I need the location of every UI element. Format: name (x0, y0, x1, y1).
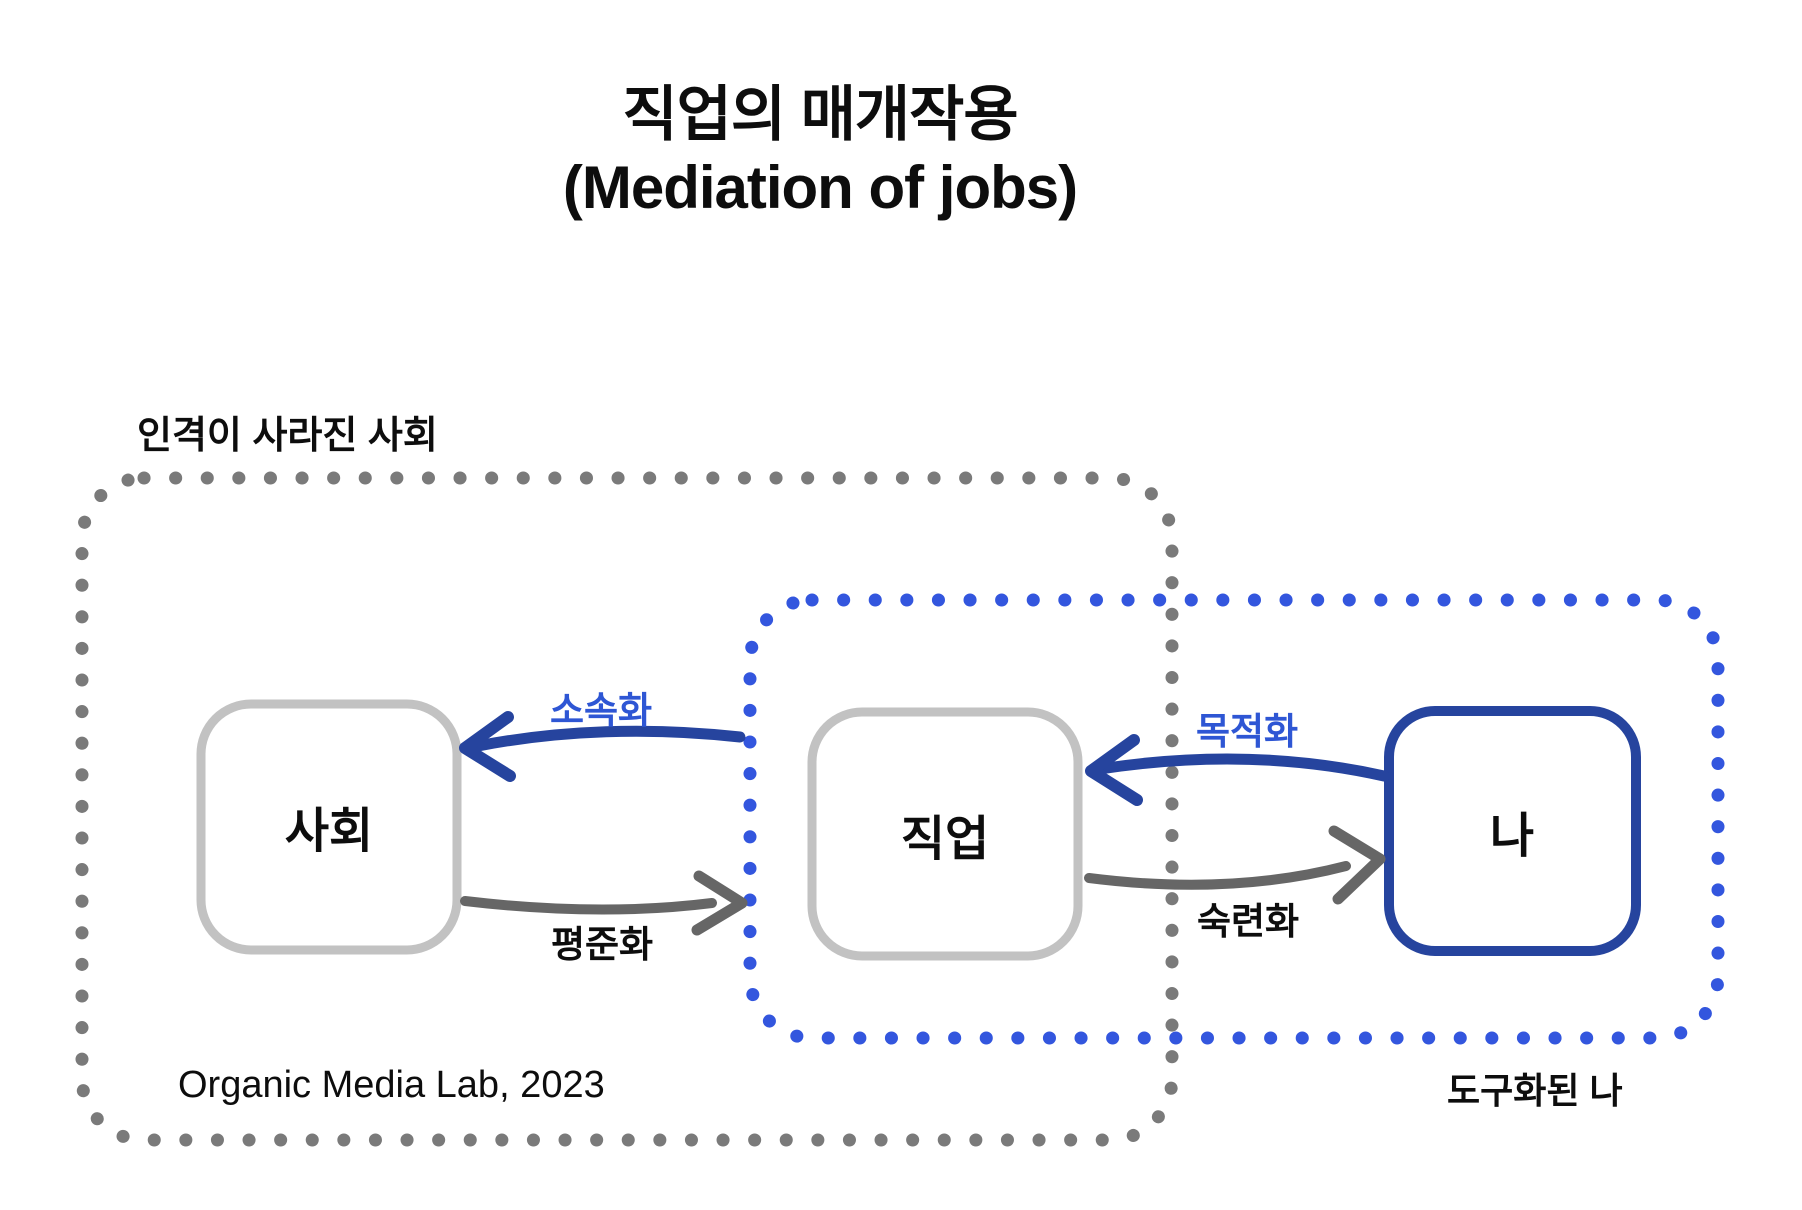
society-node-label: 사회 (284, 805, 374, 858)
society-box (196, 699, 462, 955)
objectification-arrow (1085, 734, 1390, 806)
depersonalized-society-region-label: 인격이 사라진 사회 (137, 415, 438, 457)
title-line-korean: 직업의 매개작용 (622, 81, 1018, 148)
job-node-label: 직업 (900, 813, 990, 866)
mastery-arrow-label: 숙련화 (1196, 901, 1300, 942)
instrumentalized-me-region-label: 도구화된 나 (1447, 1070, 1623, 1111)
standardization-arrow (460, 870, 748, 936)
job-box (807, 707, 1083, 961)
objectification-arrow-label: 목적화 (1195, 711, 1299, 752)
standardization-arrow-label: 평준화 (550, 924, 654, 965)
me-box (1384, 706, 1641, 956)
belonging-arrow (459, 711, 746, 782)
title-line-english: (Mediation of jobs) (562, 154, 1078, 222)
mastery-arrow (1084, 825, 1386, 905)
me-node-label: 나 (1489, 810, 1535, 863)
credit-text: Organic Media Lab, 2023 (178, 1064, 605, 1106)
instrumentalized-me-region-border (743, 593, 1725, 1045)
diagram-title: 직업의 매개작용 (Mediation of jobs) (20, 78, 1620, 224)
belonging-arrow-label: 소속화 (549, 690, 653, 731)
depersonalized-society-region-border (75, 471, 1179, 1147)
